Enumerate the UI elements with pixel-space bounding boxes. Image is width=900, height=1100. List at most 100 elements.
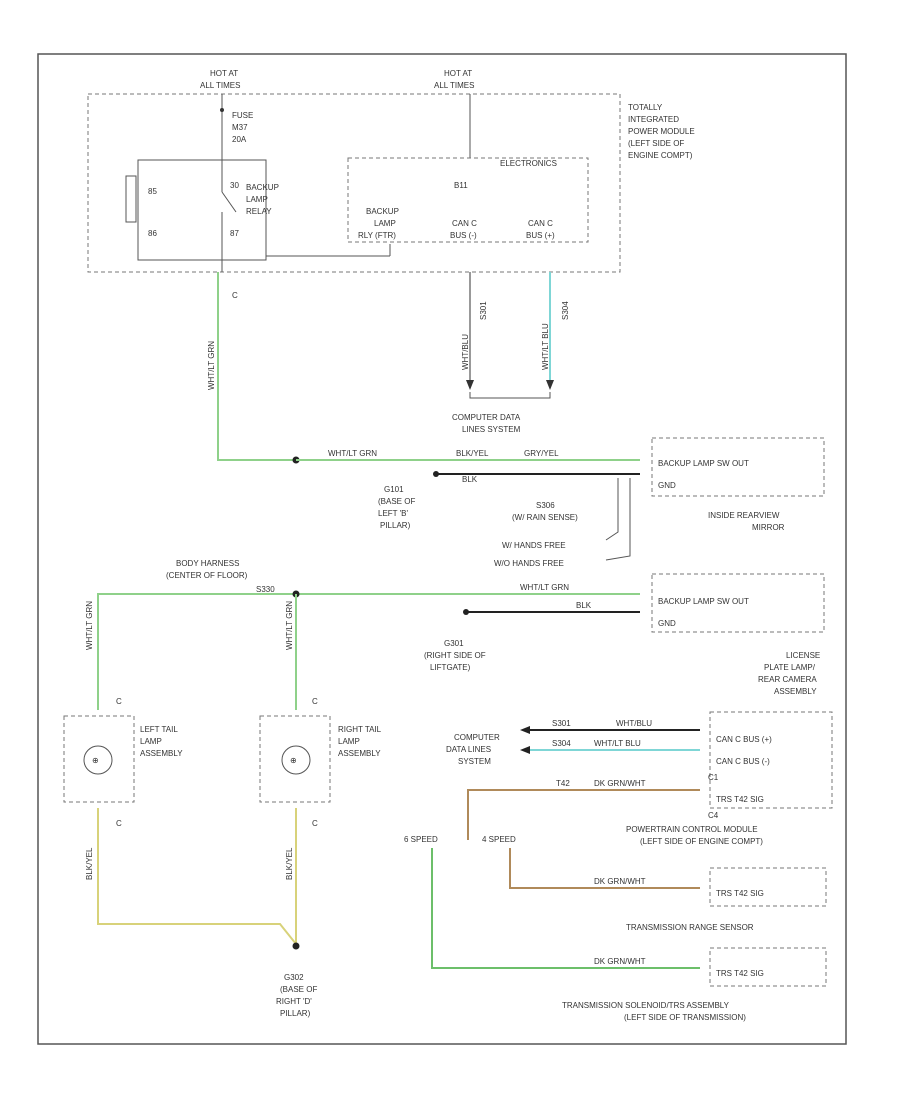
left-tail-label: LEFT TAIL LAMP ASSEMBLY: [140, 725, 183, 758]
wire-dk-grn-wht-pcm: [467, 789, 700, 840]
hands-free-without: W/O HANDS FREE: [494, 559, 564, 568]
inside-mirror-box: [651, 437, 825, 497]
four-speed-label: 4 SPEED: [482, 835, 516, 844]
solenoid-box: [709, 947, 827, 987]
relay-pin-30: 30: [230, 181, 239, 190]
can-high-label: CAN C BUS (+): [526, 219, 555, 240]
relay-switch-icon: [221, 191, 237, 213]
wire-blk-yel-left-ground: [97, 808, 297, 945]
pcm-pin1: CAN C BUS (+): [716, 735, 772, 744]
computer-data-lines-top: COMPUTER DATA LINES SYSTEM: [452, 413, 522, 434]
wire-label-left-grn: WHT/LT GRN: [85, 601, 94, 650]
connector-c-right-bottom: C: [312, 819, 318, 828]
left-tail-lamp-box: [63, 715, 135, 803]
right-tail-label: RIGHT TAIL LAMP ASSEMBLY: [338, 725, 383, 758]
camera-pin1: BACKUP LAMP SW OUT: [658, 597, 749, 606]
six-speed-label: 6 SPEED: [404, 835, 438, 844]
wire-label-wht-blu-bottom: WHT/BLU: [616, 719, 652, 728]
wire-label-wht-lt-blu-bottom: WHT/LT BLU: [594, 739, 641, 748]
wire-wht-lt-grn-s330: [97, 593, 640, 710]
right-tail-lamp-box: [259, 715, 331, 803]
wire-dk-grn-wht-trs: [509, 848, 700, 889]
ground-node-g101: [433, 471, 439, 477]
pcm-pin3: TRS T42 SIG: [716, 795, 764, 804]
splice-s330: S330: [256, 585, 275, 594]
mirror-pin1: BACKUP LAMP SW OUT: [658, 459, 749, 468]
camera-name: LICENSE PLATE LAMP/ REAR CAMERA ASSEMBLY: [758, 651, 822, 696]
wire-label-gry-yel: GRY/YEL: [524, 449, 559, 458]
diagram-frame: [37, 53, 847, 1045]
wire-label-s301-bottom: S301: [552, 719, 571, 728]
trs-pin: TRS T42 SIG: [716, 889, 764, 898]
wire-label-dk-grn-wht-trs: DK GRN/WHT: [594, 877, 646, 886]
hot-at-all-times-right: HOT AT ALL TIMES: [434, 69, 474, 90]
body-harness-label: BODY HARNESS (CENTER OF FLOOR): [166, 559, 248, 580]
connector-c-left-top: C: [116, 697, 122, 706]
ground-node-g302: [292, 942, 300, 950]
left-lamp-bulb-mark: ⊕: [92, 756, 99, 765]
tipm-box: [87, 93, 621, 273]
arrow-can-high-pcm: [520, 726, 530, 734]
license-plate-camera-box: [651, 573, 825, 633]
fuse-node: [220, 108, 224, 112]
ground-node-g301: [463, 609, 469, 615]
electronics-title: ELECTRONICS: [500, 159, 557, 168]
solenoid-pin: TRS T42 SIG: [716, 969, 764, 978]
ground-g302-label: G302 (BASE OF RIGHT 'D' PILLAR): [276, 973, 320, 1018]
right-lamp-bulb-mark: ⊕: [290, 756, 297, 765]
relay-pin-86: 86: [148, 229, 157, 238]
wire-label-right-gnd: BLK/YEL: [285, 847, 294, 880]
splice-s306-label: S306 (W/ RAIN SENSE): [512, 501, 578, 522]
wire-label-right-grn: WHT/LT GRN: [285, 601, 294, 650]
arrow-can-high: [546, 380, 554, 390]
solenoid-name: TRANSMISSION SOLENOID/TRS ASSEMBLY (LEFT…: [562, 1001, 746, 1022]
ground-g301-label: G301 (RIGHT SIDE OF LIFTGATE): [424, 639, 488, 672]
pcm-c1: C1: [708, 773, 719, 782]
pcm-name: POWERTRAIN CONTROL MODULE (LEFT SIDE OF …: [626, 825, 763, 846]
arrow-can-low: [466, 380, 474, 390]
trs-name: TRANSMISSION RANGE SENSOR: [626, 923, 754, 932]
electronics-code: B11: [454, 181, 468, 190]
relay-pin-87: 87: [230, 229, 239, 238]
left-lamp-bulb-icon: [83, 745, 113, 775]
ground-g101-label: G101 (BASE OF LEFT 'B' PILLAR): [378, 485, 418, 530]
backup-lamp-relay-box: [137, 159, 267, 261]
wire-label-dk-grn-wht-pcm: DK GRN/WHT: [594, 779, 646, 788]
wire-wht-lt-grn-main: [217, 272, 296, 461]
fuse-label: FUSE M37 20A: [232, 111, 256, 144]
pcm-c4: C4: [708, 811, 719, 820]
wire-label-left-gnd: BLK/YEL: [85, 847, 94, 880]
connector-c-right-top: C: [312, 697, 318, 706]
wire-label-camera-blk: BLK: [576, 601, 592, 610]
trs-box: [709, 867, 827, 907]
wire-label-wht-blu-top: WHT/BLU: [461, 334, 470, 370]
relay-output-label: BACKUP LAMP RLY (FTR): [358, 207, 401, 240]
connector-c-top: C: [232, 291, 238, 300]
pcm-pin2: CAN C BUS (-): [716, 757, 770, 766]
arrow-can-low-pcm: [520, 746, 530, 754]
mirror-name: INSIDE REARVIEW MIRROR: [708, 511, 785, 532]
mirror-pin2: GND: [658, 481, 676, 490]
camera-pin2: GND: [658, 619, 676, 628]
wire-label-s304: S304: [561, 301, 570, 320]
connector-c-left-bottom: C: [116, 819, 122, 828]
wire-label-t42: T42: [556, 779, 570, 788]
computer-data-lines-bottom: COMPUTER DATA LINES SYSTEM: [446, 733, 502, 766]
relay-coil-icon: [125, 175, 137, 223]
can-low-label: CAN C BUS (-): [450, 219, 479, 240]
relay-label: BACKUP LAMP RELAY: [246, 183, 281, 216]
wire-label-wht-lt-blu-top: WHT/LT BLU: [541, 323, 550, 370]
wire-label-s304-bottom: S304: [552, 739, 571, 748]
pcm-box: [709, 711, 833, 809]
wire-label-blk: BLK: [462, 475, 478, 484]
wire-label-blk-yel: BLK/YEL: [456, 449, 489, 458]
wire-label-mirror-grn: WHT/LT GRN: [328, 449, 377, 458]
tipm-label: TOTALLY INTEGRATED POWER MODULE (LEFT SI…: [628, 103, 697, 160]
wire-label-s301: S301: [479, 301, 488, 320]
relay-pin-85: 85: [148, 187, 157, 196]
electronics-box: [347, 157, 589, 243]
wire-label-dk-grn-wht-sol: DK GRN/WHT: [594, 957, 646, 966]
wire-label-camera-grn: WHT/LT GRN: [520, 583, 569, 592]
hot-at-all-times-left: HOT AT ALL TIMES: [200, 69, 240, 90]
right-lamp-bulb-icon: [281, 745, 311, 775]
